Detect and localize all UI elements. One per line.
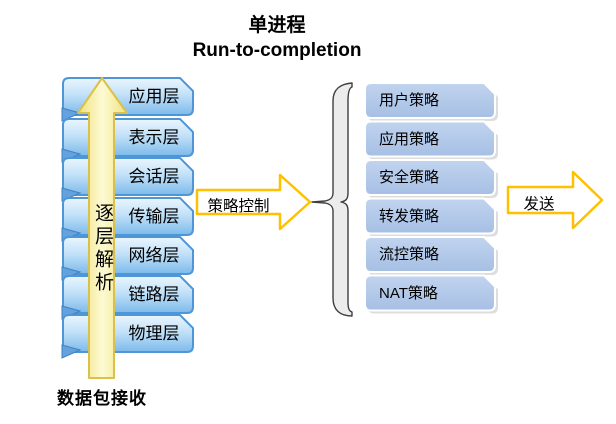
page-subtitle: Run-to-completion — [192, 40, 362, 61]
layer-label-network: 网络层 — [128, 246, 180, 265]
policy-label-security: 安全策略 — [379, 169, 440, 186]
send-label: 发送 — [523, 196, 555, 213]
policy-control-arrow — [195, 173, 312, 231]
left-brace — [311, 82, 353, 317]
policy-control-label: 策略控制 — [207, 198, 270, 215]
policy-label-nat: NAT策略 — [379, 284, 438, 302]
up-arrow — [77, 77, 128, 379]
policy-label-user: 用户策略 — [379, 92, 440, 109]
up-arrow-label: 逐层解析 — [92, 203, 113, 295]
layer-label-physical: 物理层 — [128, 324, 180, 343]
policy-label-app: 应用策略 — [379, 130, 440, 148]
policy-boxes — [364, 82, 496, 312]
page-title: 单进程 — [248, 15, 306, 36]
policy-label-forward: 转发策略 — [379, 207, 440, 225]
policy-label-flowctl: 流控策略 — [379, 246, 440, 263]
layer-label-link: 链路层 — [128, 285, 180, 304]
packet-receive-label: 数据包接收 — [57, 389, 147, 408]
layer-label-presentation: 表示层 — [128, 128, 180, 147]
layer-label-transport: 传输层 — [128, 207, 180, 226]
layer-label-session: 会话层 — [128, 167, 180, 186]
send-arrow — [506, 170, 604, 230]
layer-label-application: 应用层 — [128, 87, 180, 106]
